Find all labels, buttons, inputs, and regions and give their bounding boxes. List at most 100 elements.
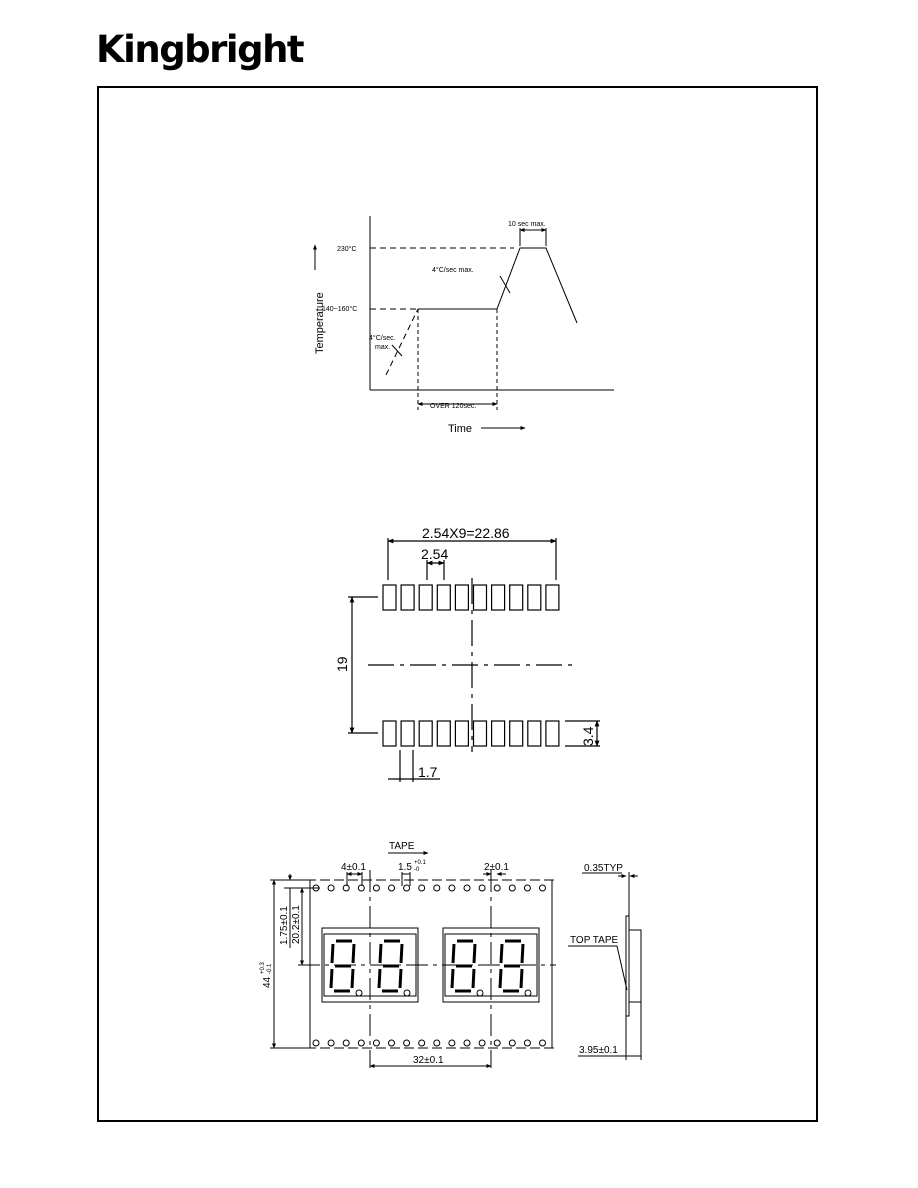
sprocket-pitch-label: 4±0.1 — [341, 862, 366, 873]
preheat-temp-label: 140~160°C — [322, 305, 357, 313]
y-axis-label: Temperature — [314, 292, 326, 354]
digit-segment — [377, 968, 382, 989]
digit-segment — [330, 943, 335, 964]
peak-time-label: 10 sec max. — [508, 221, 546, 228]
kingbright-logo: Kingbright — [96, 28, 305, 71]
sprocket-hole — [539, 884, 546, 892]
pocket-pitch-label: 32±0.1 — [413, 1055, 444, 1066]
sprocket-hole — [539, 1039, 546, 1047]
hole-dia-label: 1.5 — [398, 862, 412, 873]
hole-dia-tol-plus: +0.1 — [414, 860, 427, 866]
tape-side-pocket — [628, 929, 642, 1003]
sprocket-hole — [327, 1039, 335, 1047]
sprocket-hole — [327, 884, 335, 892]
tape-width-tol-minus: -0.1 — [267, 963, 273, 974]
tape-direction-label: TAPE — [389, 841, 415, 852]
sprocket-hole — [433, 884, 441, 892]
soldering-profile-chart — [313, 216, 614, 430]
sprocket-hole — [478, 1039, 486, 1047]
sprocket-holes — [312, 884, 546, 1047]
digit-segment — [451, 943, 456, 964]
hole-dia-tol-minus: -0 — [414, 867, 420, 873]
sprocket-hole — [312, 1039, 320, 1047]
decimal-point — [355, 989, 363, 997]
digit-segment — [351, 943, 356, 964]
sprocket-hole — [523, 884, 531, 892]
digit-segment — [519, 968, 524, 989]
pocket-depth-label: 3.95±0.1 — [579, 1045, 618, 1056]
tape-width-label: 44 — [262, 976, 273, 988]
digit-segment — [498, 968, 503, 989]
sprocket-hole — [508, 1039, 516, 1047]
tape-pockets — [321, 927, 540, 1003]
digit-segment — [350, 968, 355, 989]
digit-segment — [329, 968, 334, 989]
solder-pad — [491, 584, 506, 611]
pad-row-bottom — [382, 720, 560, 747]
sprocket-hole — [433, 1039, 441, 1047]
digit-segment — [471, 968, 476, 989]
digit-segment — [399, 943, 404, 964]
sprocket-hole — [463, 1039, 471, 1047]
decimal-point — [476, 989, 484, 997]
preheat-ramp-leader — [391, 344, 403, 357]
solder-pad — [527, 720, 542, 747]
solder-pad — [382, 720, 397, 747]
solder-pad — [509, 720, 524, 747]
preheat-duration-label: OVER 120sec. — [430, 403, 476, 410]
thickness-label: 0.35TYP — [584, 863, 623, 874]
top-tape-pointer — [616, 945, 628, 991]
sprocket-hole — [463, 884, 471, 892]
edge-distance-label: 1.75±0.1 — [279, 906, 290, 945]
solder-pad — [472, 584, 488, 611]
peak-temp-label: 230°C — [337, 245, 357, 253]
sprocket-hole — [523, 1039, 531, 1047]
solder-pad — [418, 584, 433, 611]
sprocket-hole — [448, 884, 456, 892]
sprocket-hole — [372, 884, 380, 892]
solder-pad — [545, 720, 560, 747]
digit-segment — [520, 943, 525, 964]
sprocket-hole — [448, 1039, 456, 1047]
decimal-point — [403, 989, 411, 997]
digit-segment — [398, 968, 403, 989]
solder-pad — [436, 720, 451, 747]
solder-pad — [509, 584, 524, 611]
digit-segment — [378, 943, 383, 964]
solder-pad — [545, 584, 560, 611]
sprocket-hole — [403, 1039, 411, 1047]
ramp-up-label: 4°C/sec max. — [432, 266, 474, 274]
pad-length-label: 3.4 — [580, 726, 596, 746]
sprocket-hole — [493, 884, 501, 892]
sprocket-hole — [357, 1039, 365, 1047]
solder-pad — [382, 584, 397, 611]
solder-pad — [454, 584, 469, 611]
sprocket-hole — [388, 1039, 395, 1047]
hole-to-pocket-label: 2±0.1 — [484, 862, 509, 873]
sprocket-hole — [342, 884, 350, 892]
digit-segment — [450, 968, 455, 989]
sprocket-hole — [418, 884, 426, 892]
pad-layout-drawing — [348, 538, 600, 782]
document-frame — [97, 86, 818, 1122]
preheat-ramp-line — [385, 308, 419, 376]
sprocket-hole — [372, 1039, 380, 1047]
sprocket-hole — [403, 884, 411, 892]
sprocket-hole — [418, 1039, 426, 1047]
solder-pad — [527, 584, 542, 611]
pad-row-top — [382, 584, 560, 611]
tape-drawing — [270, 851, 642, 1068]
solder-pad — [472, 720, 488, 747]
preheat-ramp-label-1: 4°C/sec. — [369, 334, 396, 342]
sprocket-hole — [388, 884, 395, 892]
total-width-label: 2.54X9=22.86 — [422, 525, 510, 541]
ramp-leader — [499, 275, 511, 294]
solder-pad — [400, 584, 415, 611]
preheat-ramp-label-2: max. — [375, 344, 390, 351]
pitch-label: 2.54 — [421, 546, 448, 562]
solder-pad — [454, 720, 469, 747]
center-distance-label: 20.2±0.1 — [291, 905, 302, 944]
sprocket-hole — [493, 1039, 501, 1047]
solder-pad — [491, 720, 506, 747]
